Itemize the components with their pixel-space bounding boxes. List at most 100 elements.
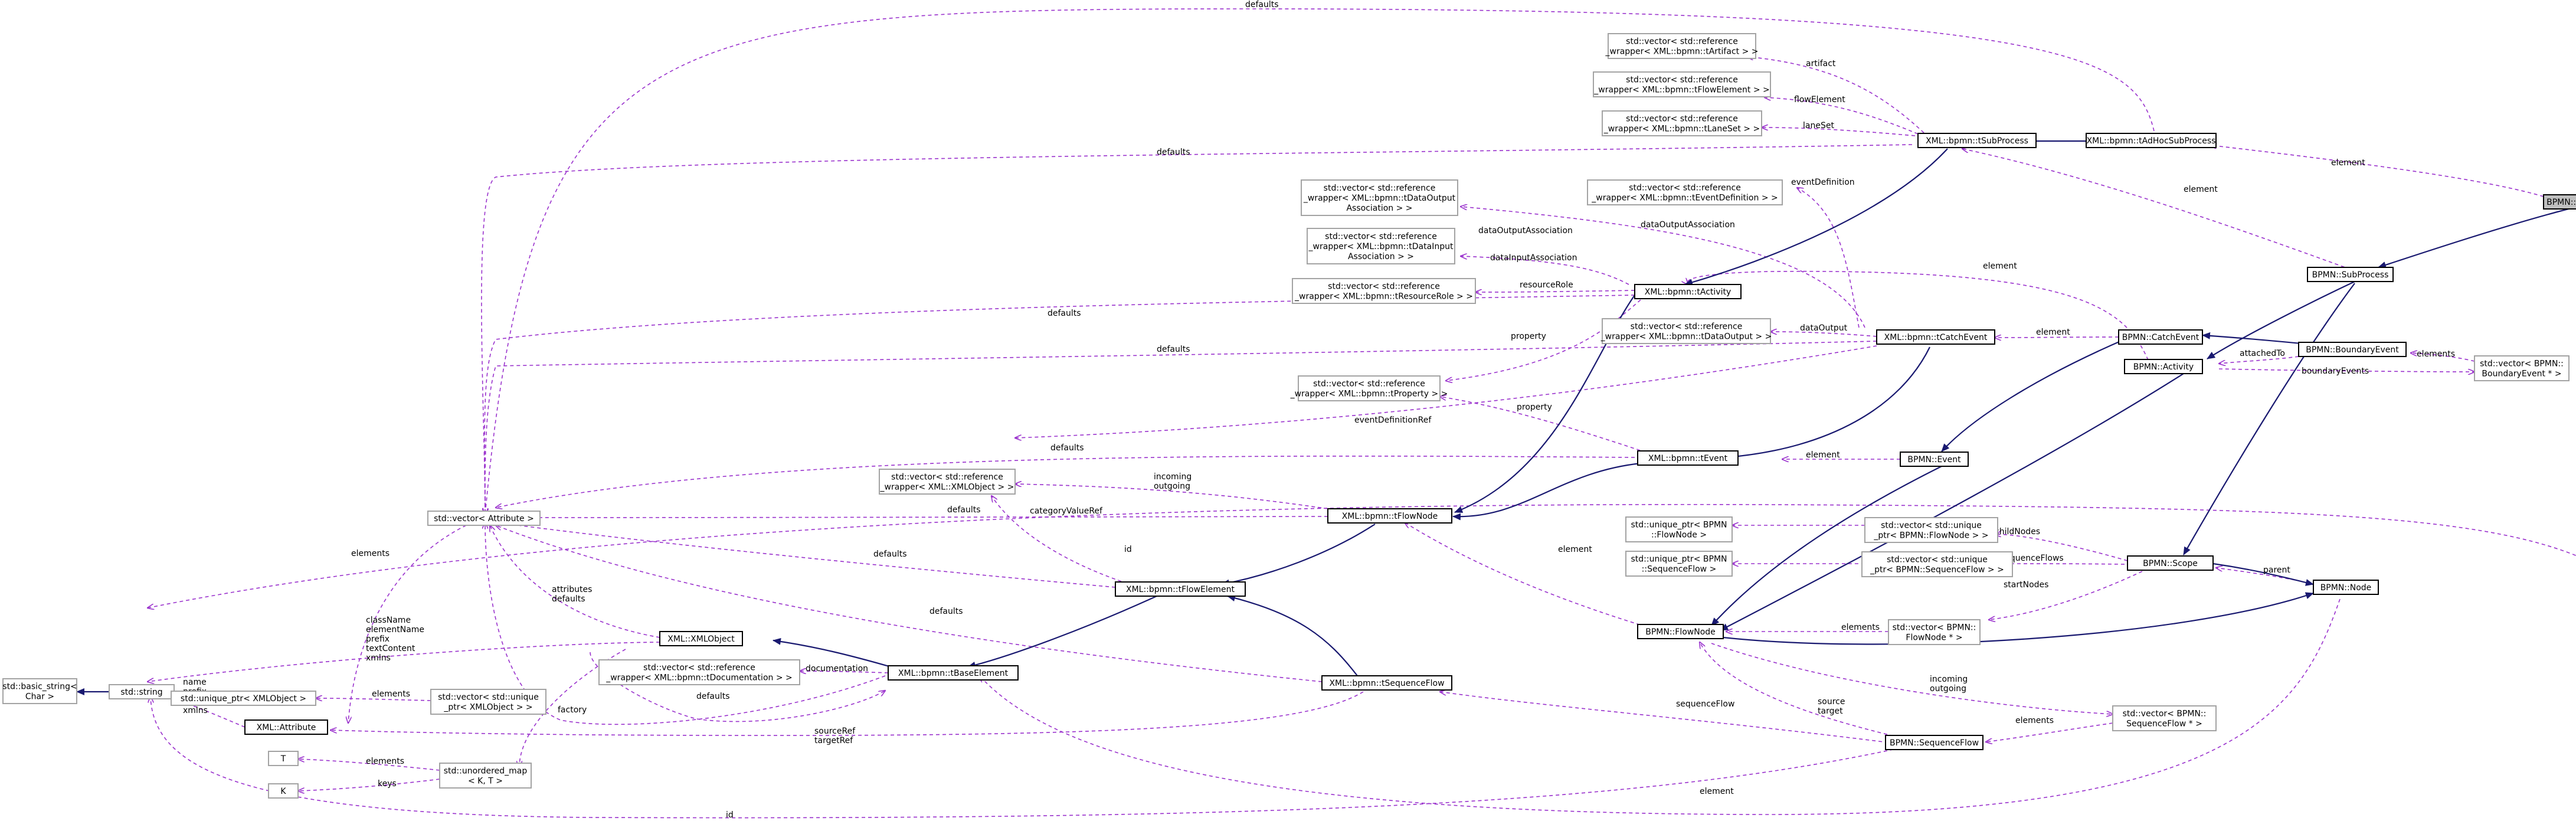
- node-std-vector-ref-datainputassoc[interactable]: std::vector< std::reference_wrapper< XML…: [1307, 228, 1455, 264]
- node-xml-attribute[interactable]: XML::Attribute: [244, 719, 328, 735]
- node-label-line: XML::bpmn::tFlowElement: [1126, 585, 1235, 594]
- label-node-element: element: [1700, 787, 1734, 796]
- node-bpmn-sequenceflow[interactable]: BPMN::SequenceFlow: [1885, 735, 1983, 750]
- edge-xmlobject-string-members: [148, 642, 660, 682]
- label-keys: keys: [378, 779, 397, 789]
- node-xml-tflownode[interactable]: XML::bpmn::tFlowNode: [1327, 508, 1452, 524]
- label-uniquexmlobject-elements: elements: [372, 689, 410, 699]
- node-std-unique-sequenceflow[interactable]: std::unique_ptr< BPMN::SequenceFlow >: [1625, 551, 1733, 577]
- edge-unorderedmap-elements: [298, 759, 440, 771]
- node-bpmn-adhocsubprocess[interactable]: BPMN::AdHocSubProcess: [2543, 194, 2576, 210]
- node-xml-tsequenceflow[interactable]: XML::bpmn::tSequenceFlow: [1321, 675, 1452, 691]
- node-bpmn-node[interactable]: BPMN::Node: [2313, 580, 2379, 595]
- label-seqflow-id: id: [726, 810, 734, 820]
- node-xml-tbaseelement[interactable]: XML::bpmn::tBaseElement: [888, 665, 1019, 681]
- node-std-vector-unique-xmlobject[interactable]: std::vector< std::unique_ptr< XMLObject …: [430, 689, 546, 715]
- edge-activity-inherits-flownode: [1720, 373, 2184, 631]
- label-vecflownodeptr-elements: elements: [1841, 623, 1880, 632]
- node-xml-tflowelement[interactable]: XML::bpmn::tFlowElement: [1115, 581, 1246, 597]
- label-eventdefinitionref: eventDefinitionRef: [1354, 416, 1432, 425]
- edge-xtsubprocess-flowelement: [1765, 97, 1919, 135]
- node-std-unordered-map[interactable]: std::unordered_map< K, T >: [439, 763, 532, 789]
- edge-xtflownode-inherits-xtflowelement: [1221, 524, 1376, 587]
- node-label-line: std::unique_ptr< XMLObject >: [181, 694, 306, 704]
- node-label-line: SequenceFlow * >: [2126, 719, 2202, 729]
- node-std-vector-ref-resourcerole[interactable]: std::vector< std::reference_wrapper< XML…: [1292, 278, 1476, 304]
- label-eventdefinition: eventDefinition: [1791, 178, 1855, 187]
- node-label-line: _wrapper< XML::bpmn::tLaneSet > >: [1603, 125, 1760, 134]
- label-dataoutputassoc-b: dataOutputAssociation: [1478, 226, 1573, 235]
- edge-xtcatch-inherits-xtevent: [1726, 346, 1930, 460]
- node-std-k[interactable]: K: [268, 783, 299, 799]
- edge-xtsubprocess-defaults: [481, 144, 1913, 515]
- node-std-unique-flownode[interactable]: std::unique_ptr< BPMN::FlowNode >: [1625, 516, 1733, 542]
- node-bpmn-flownode[interactable]: BPMN::FlowNode: [1637, 624, 1724, 639]
- node-std-vector-ref-flowelement[interactable]: std::vector< std::reference_wrapper< XML…: [1593, 71, 1771, 97]
- node-label-line: BPMN::Node: [2320, 583, 2372, 593]
- label-dataoutput: dataOutput: [1800, 323, 1848, 333]
- node-xml-tsubprocess[interactable]: XML::bpmn::tSubProcess: [1917, 133, 2037, 148]
- node-bpmn-event[interactable]: BPMN::Event: [1900, 452, 1969, 467]
- edge-flownode-inherits-node: [1723, 592, 2314, 645]
- label-sourceref: sourceRef: [814, 727, 856, 736]
- node-std-vector-boundaryevent[interactable]: std::vector< BPMN::BoundaryEvent * >: [2474, 355, 2570, 381]
- node-std-basic-string[interactable]: std::basic_string<Char >: [2, 678, 77, 704]
- edge-xmlobject-attributes-defaults: [490, 525, 660, 638]
- node-label-line: BoundaryEvent * >: [2482, 369, 2561, 379]
- label-laneset: laneSet: [1803, 121, 1834, 130]
- label-xtseqflow-defaults: defaults: [929, 607, 963, 616]
- node-std-vector-sequenceflow-ptr[interactable]: std::vector< BPMN::SequenceFlow * >: [2112, 705, 2217, 731]
- edge-xtcatch-dataoutput: [1770, 332, 1877, 337]
- node-std-vector-ref-dataoutputassoc[interactable]: std::vector< std::reference_wrapper< XML…: [1301, 179, 1458, 216]
- node-std-vector-ref-artifact[interactable]: std::vector< std::reference_wrapper< XML…: [1605, 33, 1759, 59]
- label-boundaryevents: boundaryEvents: [2302, 367, 2369, 376]
- edge-xtactivity-resourcerole: [1475, 290, 1635, 292]
- label-sequenceflow: sequenceFlow: [1676, 699, 1734, 709]
- node-xml-tevent[interactable]: XML::bpmn::tEvent: [1637, 450, 1739, 466]
- node-label-line: _wrapper< XML::bpmn::tDataInput: [1308, 242, 1454, 251]
- node-std-vector-attribute[interactable]: std::vector< Attribute >: [427, 511, 541, 526]
- node-std-vector-ref-eventdefinition[interactable]: std::vector< std::reference_wrapper< XML…: [1587, 179, 1783, 205]
- label-xtflownode-defaults: defaults: [947, 505, 981, 515]
- label-flownode-incoming: incoming: [1930, 675, 1968, 684]
- node-std-vector-ref-dataoutput[interactable]: std::vector< std::reference_wrapper< XML…: [1600, 318, 1772, 344]
- node-bpmn-scope[interactable]: BPMN::Scope: [2127, 555, 2214, 571]
- node-label-line: XML::bpmn::tSubProcess: [1926, 136, 2028, 146]
- node-bpmn-activity[interactable]: BPMN::Activity: [2124, 359, 2203, 374]
- node-xml-tadhocsubprocess[interactable]: XML::bpmn::tAdHocSubProcess: [2086, 133, 2217, 148]
- edge-scope-childnodes: [1995, 534, 2128, 561]
- node-std-vector-unique-flownode[interactable]: std::vector< std::unique_ptr< BPMN::Flow…: [1864, 517, 1998, 543]
- node-label-line: _wrapper< XML::bpmn::tArtifact > >: [1605, 47, 1759, 57]
- node-bpmn-boundaryevent[interactable]: BPMN::BoundaryEvent: [2298, 342, 2407, 357]
- node-std-t[interactable]: T: [268, 751, 299, 766]
- node-label-line: std::string: [120, 688, 162, 697]
- node-label-line: std::vector< std::reference: [1626, 115, 1738, 124]
- label-xtactivity-defaults: defaults: [1048, 309, 1081, 318]
- node-bpmn-catchevent[interactable]: BPMN::CatchEvent: [2118, 329, 2203, 345]
- edge-scope-startnodes: [1989, 571, 2143, 620]
- label-string-prefix: prefix: [366, 634, 389, 644]
- node-bpmn-subprocess[interactable]: BPMN::SubProcess: [2307, 267, 2394, 282]
- node-xml-tcatchevent[interactable]: XML::bpmn::tCatchEvent: [1876, 329, 1995, 345]
- label-vecattribute-elements: elements: [351, 549, 389, 558]
- label-vecseqflowptr-elements: elements: [2015, 716, 2054, 725]
- edge-catchevent-inherits-event: [1941, 338, 2125, 452]
- node-std-vector-ref-xmlobject[interactable]: std::vector< std::reference_wrapper< XML…: [879, 469, 1016, 495]
- label-flownode-outgoing: outgoing: [1930, 684, 1966, 694]
- node-std-vector-ref-documentation[interactable]: std::vector< std::reference_wrapper< XML…: [598, 659, 800, 685]
- node-label-line: std::vector< std::reference: [1325, 232, 1437, 241]
- node-xml-xmlobject[interactable]: XML::XMLObject: [659, 631, 743, 646]
- label-documentation: documentation: [806, 664, 868, 673]
- label-catchevent-element: element: [2036, 328, 2070, 337]
- node-std-vector-ref-property[interactable]: std::vector< std::reference_wrapper< XML…: [1290, 375, 1448, 401]
- node-std-unique-xmlobject[interactable]: std::unique_ptr< XMLObject >: [171, 691, 316, 706]
- edge-xtevent-inherits-xtflownode: [1452, 462, 1641, 521]
- edge-unorderedmap-keys: [298, 779, 440, 791]
- node-std-vector-flownode-ptr[interactable]: std::vector< BPMN::FlowNode * >: [1888, 619, 1981, 645]
- node-std-string[interactable]: std::string: [109, 684, 175, 699]
- label-attributes-defaults: defaults: [552, 594, 585, 604]
- node-std-vector-ref-laneset[interactable]: std::vector< std::reference_wrapper< XML…: [1602, 110, 1762, 136]
- node-std-vector-unique-sequenceflow[interactable]: std::vector< std::unique_ptr< BPMN::Sequ…: [1861, 551, 2013, 577]
- label-xtflownode-incoming: incoming: [1154, 472, 1192, 482]
- node-xml-tactivity[interactable]: XML::bpmn::tActivity: [1634, 284, 1742, 299]
